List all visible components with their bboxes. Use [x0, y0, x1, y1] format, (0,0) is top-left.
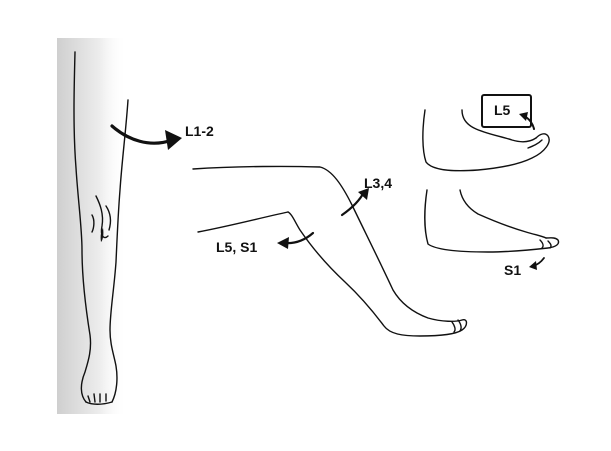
hip-flexion-arrowhead: [165, 130, 182, 150]
seated-leg-figure: [192, 165, 468, 337]
label-knee-flexion-l5-s1: L5, S1: [216, 239, 258, 255]
label-toe-extension-l5-boxed: L5: [481, 94, 533, 128]
toe-flexion-arrowhead: [529, 261, 537, 270]
knee-flexion-arrowhead: [277, 237, 289, 249]
label-toe-flexion-s1: S1: [504, 262, 522, 278]
upper-foot-figure: [422, 109, 550, 172]
label-hip-l1-2: L1-2: [185, 123, 214, 139]
label-knee-extension-l3-4: L3,4: [364, 175, 393, 191]
standing-leg-figure: [73, 51, 129, 405]
knee-extension-arrow: [340, 190, 366, 217]
toe-extension-arrowhead: [519, 112, 528, 121]
knee-extension-arrowhead: [358, 188, 369, 200]
lower-foot-figure: [424, 189, 560, 253]
knee-shading: [100, 228, 104, 242]
hip-flexion-arrow: [110, 124, 174, 145]
page-shadow: [57, 38, 127, 414]
